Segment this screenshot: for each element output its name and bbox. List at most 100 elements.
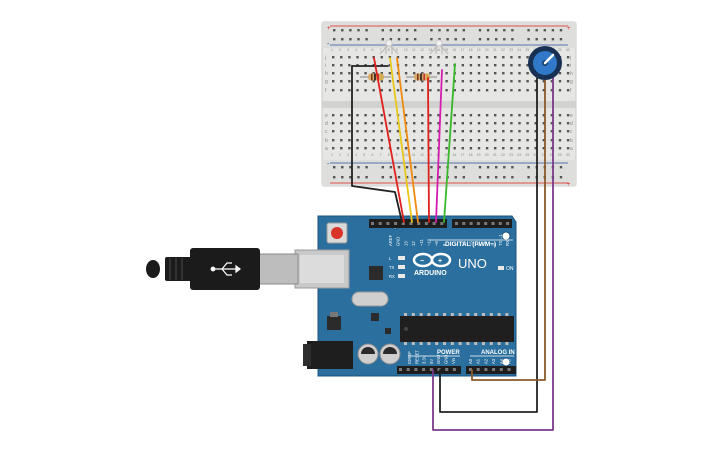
- col-number: 5: [363, 153, 365, 157]
- usb-port: [294, 249, 350, 289]
- col-number: 29: [558, 153, 562, 157]
- col-number: 4: [355, 48, 357, 52]
- col-number: 29: [558, 48, 562, 52]
- col-number: 15: [444, 153, 448, 157]
- wire-pot-vcc: [432, 77, 554, 431]
- row-letter: c: [325, 129, 328, 135]
- row-letter: j: [569, 55, 571, 61]
- digital-pin-label: GND: [396, 237, 401, 246]
- rail-plus-label: +: [327, 26, 331, 32]
- smd-component: [385, 328, 391, 334]
- rgb-led-icon[interactable]: [379, 39, 399, 55]
- brand-label: ARDUINO: [414, 270, 447, 277]
- power-pin-label: GND: [444, 355, 449, 364]
- col-number: 1: [331, 48, 333, 52]
- col-number: 18: [469, 48, 473, 52]
- power-pin-label: RESET: [414, 350, 419, 364]
- row-letter: f: [325, 88, 327, 94]
- col-number: 7: [380, 153, 382, 157]
- col-number: 21: [493, 153, 497, 157]
- col-number: 21: [493, 48, 497, 52]
- col-number: 20: [485, 153, 489, 157]
- svg-text:−: −: [420, 258, 424, 265]
- breadboard[interactable]: 1122334455667788991010111112121313141415…: [321, 21, 577, 188]
- col-number: 25: [525, 48, 529, 52]
- col-number: 4: [355, 153, 357, 157]
- analog-pin-label: A0: [468, 358, 473, 364]
- digital-pin-label: 7: [454, 243, 459, 246]
- digital-pin-label: 4: [476, 243, 481, 246]
- resistors: [360, 73, 437, 81]
- digital-pin-label: 2: [491, 243, 496, 246]
- col-number: 2: [339, 153, 341, 157]
- rgb-led-icon[interactable]: [429, 39, 449, 55]
- col-number: 11: [412, 153, 416, 157]
- row-letter: i: [570, 63, 571, 69]
- col-number: 20: [485, 48, 489, 52]
- col-number: 24: [517, 48, 521, 52]
- power-pin-label: IOREF: [407, 351, 412, 364]
- digital-pin-label: ~6: [461, 241, 466, 246]
- digital-pin-label: ~11: [419, 239, 424, 246]
- wire-red: [373, 57, 405, 223]
- rail-plus-label-bottom: +: [567, 182, 571, 188]
- row-letter: g: [325, 79, 328, 85]
- col-number: 12: [420, 153, 424, 157]
- col-number: 28: [550, 153, 554, 157]
- wire-pot-gnd: [439, 77, 538, 413]
- resistor-icon[interactable]: [406, 73, 437, 81]
- on-label: ON: [506, 266, 514, 272]
- col-number: 7: [380, 48, 382, 52]
- col-number: 17: [461, 153, 465, 157]
- wire-yellow: [389, 57, 413, 223]
- col-number: 1: [331, 153, 333, 157]
- col-number: 14: [436, 48, 440, 52]
- usb-cable-icon[interactable]: [146, 248, 299, 290]
- microcontroller-chip-icon: [400, 313, 514, 345]
- reset-button-icon[interactable]: [326, 222, 348, 244]
- model-label: UNO: [458, 256, 487, 271]
- col-number: 6: [372, 48, 374, 52]
- col-number: 13: [428, 48, 432, 52]
- crystal-icon: [351, 291, 389, 307]
- row-letter: h: [325, 71, 328, 77]
- header-pins: [371, 222, 511, 371]
- col-number: 23: [509, 153, 513, 157]
- wire-green: [443, 63, 456, 223]
- rail-plus-label-right: +: [567, 26, 571, 32]
- col-number: 5: [363, 48, 365, 52]
- power-pin-label: 3.3V: [422, 355, 427, 364]
- wires: [351, 57, 554, 431]
- col-number: 11: [412, 48, 416, 52]
- power-header: [397, 366, 461, 374]
- wire-pot-signal: [471, 77, 546, 381]
- row-letter: i: [325, 63, 326, 69]
- col-number: 10: [404, 153, 408, 157]
- col-number: 2: [339, 48, 341, 52]
- wire-magenta: [435, 69, 443, 223]
- breadboard-holes: 1122334455667788991010111112121313141415…: [331, 29, 570, 179]
- col-number: 6: [372, 153, 374, 157]
- digital-pin-label: ~10: [427, 238, 432, 246]
- col-number: 15: [444, 48, 448, 52]
- power-led: [498, 266, 504, 270]
- wire-red-2: [427, 77, 430, 223]
- row-letter: d: [325, 121, 328, 127]
- col-number: 30: [566, 153, 570, 157]
- potentiometer-icon[interactable]: [528, 46, 562, 80]
- digital-pin-label: RX←0: [505, 233, 510, 246]
- digital-pin-label: ~9: [434, 241, 439, 246]
- wire-orange: [396, 57, 419, 223]
- wire-black-gnd: [351, 65, 403, 223]
- col-number: 8: [388, 48, 390, 52]
- col-number: 18: [469, 153, 473, 157]
- digital-header-left: [369, 219, 447, 228]
- led-label: TX: [389, 265, 395, 270]
- digital-label: DIGITAL (PWM~): [445, 241, 496, 248]
- row-letter: j: [324, 55, 326, 61]
- power-pin-label: Vin: [451, 357, 456, 364]
